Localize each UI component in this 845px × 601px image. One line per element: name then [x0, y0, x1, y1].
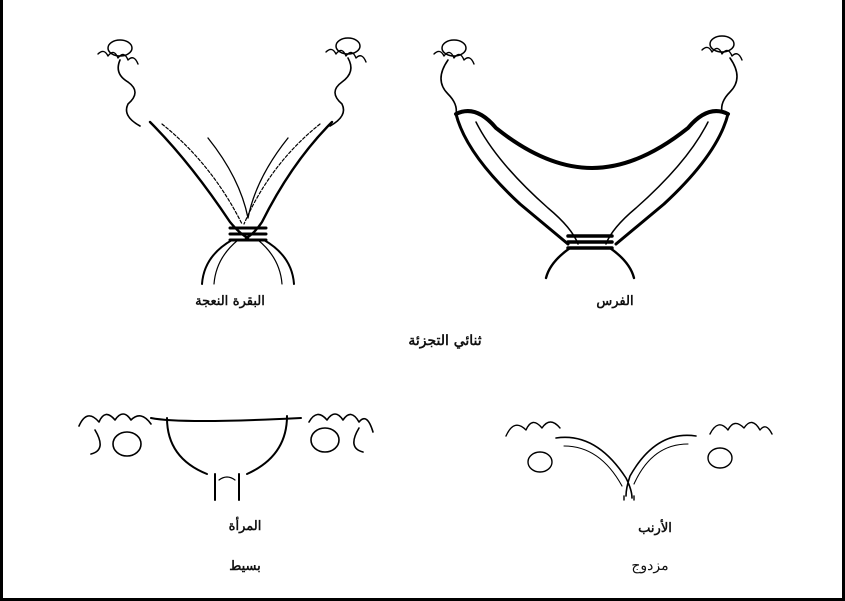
simplex-label: بسيط: [185, 559, 305, 574]
mare-uterus-illustration: [420, 30, 770, 280]
rabbit-uterus-illustration: [500, 400, 790, 500]
woman-uterus-illustration: [75, 400, 385, 505]
woman-label: المرأة: [185, 519, 305, 534]
group-title-bicornuate: ثنائي التجزئة: [365, 333, 525, 349]
rabbit-label: الأرنب: [595, 521, 715, 536]
cow-sheep-uterus-illustration: [80, 30, 400, 285]
mare-label: الفرس: [555, 294, 675, 309]
duplex-label: مزدوج: [590, 558, 710, 574]
cow-sheep-label: البقرة النعجة: [135, 294, 325, 309]
